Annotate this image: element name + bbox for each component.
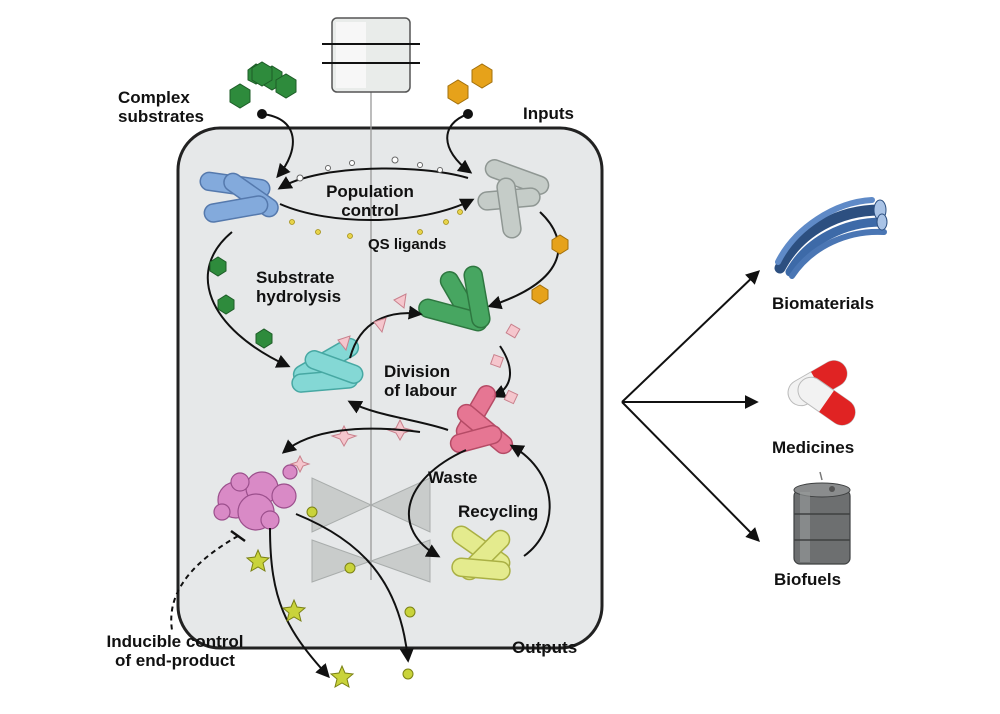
product-label-biofuels: Biofuels xyxy=(774,570,842,589)
substrate-inlet-arrow xyxy=(261,113,294,179)
impeller-icon xyxy=(311,477,431,583)
waste-arrow xyxy=(407,449,467,558)
inducible-control-line xyxy=(170,535,239,631)
label-inputs: Inputs xyxy=(523,104,574,123)
green-cell-cluster xyxy=(418,265,491,332)
label-substrate-hydrolysis: Substrate hydrolysis xyxy=(256,268,342,306)
population-control-arrow-top xyxy=(277,167,469,190)
pink-to-cyan-arrow xyxy=(347,400,449,431)
label-complex-substrates: Complex substrates xyxy=(118,88,204,126)
grey-cell-cluster xyxy=(477,159,550,239)
label-inducible-control: Inducible control of end-product xyxy=(106,632,244,670)
pink-cell-cluster xyxy=(449,385,514,455)
branch-to-biomaterials xyxy=(621,270,761,403)
output-dots xyxy=(306,506,416,680)
fiber-bundle-icon xyxy=(774,197,888,279)
label-recycling: Recycling xyxy=(458,502,539,521)
input-inlet-arrow xyxy=(446,113,473,174)
branch-to-biofuels xyxy=(621,401,760,542)
pink-to-product-arrow xyxy=(281,427,421,454)
motor-icon xyxy=(322,17,420,93)
complex-substrate-hexagons xyxy=(229,61,297,109)
product-label-biomaterials: Biomaterials xyxy=(772,294,875,313)
recycling-arrow xyxy=(509,444,551,557)
label-waste: Waste xyxy=(428,468,478,487)
label-division-of-labour: Division of labour xyxy=(384,362,457,400)
qs-ligand-dots xyxy=(296,156,443,182)
capsule-icon xyxy=(787,360,856,426)
product-output-arrow xyxy=(269,527,330,679)
product-cluster xyxy=(213,464,298,531)
label-qs-ligands: QS ligands xyxy=(368,236,447,253)
output-stars xyxy=(245,548,355,689)
fuel-barrel-icon xyxy=(793,471,851,565)
reactor-vessel xyxy=(176,126,604,650)
population-control-arrow-bottom xyxy=(279,198,475,222)
label-population-control: Population control xyxy=(326,182,414,220)
hydrolysis-arrow xyxy=(206,231,291,368)
ligand-output-arrow xyxy=(295,513,414,663)
blue-cell-cluster xyxy=(199,171,279,223)
input-to-green-arrow xyxy=(487,211,560,310)
cyan-cell-cluster xyxy=(291,337,364,393)
yellow-cell-cluster xyxy=(451,525,511,581)
input-hexagons xyxy=(447,63,493,105)
product-label-medicines: Medicines xyxy=(772,438,855,457)
label-outputs: Outputs xyxy=(512,638,578,657)
green-to-pink-arrow xyxy=(491,345,512,398)
